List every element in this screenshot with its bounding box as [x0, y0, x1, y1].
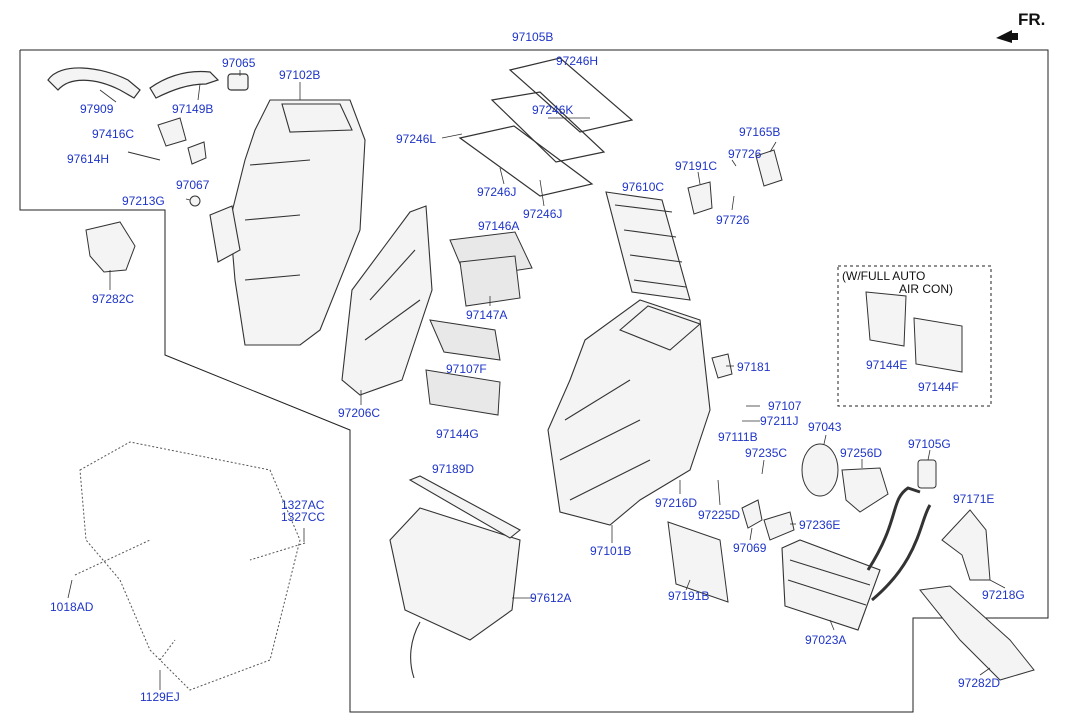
part-label[interactable]: 97065 — [222, 56, 256, 70]
part-label[interactable]: 97246K — [532, 103, 574, 117]
part-label[interactable]: 97610C — [622, 180, 665, 194]
part-label[interactable]: 97144E — [866, 358, 908, 372]
case-97101B — [547, 299, 711, 526]
part-label[interactable]: 97171E — [953, 492, 995, 506]
core-97610C — [605, 191, 691, 301]
part-label[interactable]: 1327CC — [281, 510, 326, 524]
filters-center — [425, 231, 533, 416]
part-label[interactable]: 97235C — [745, 446, 788, 460]
part-label[interactable]: 97218G — [982, 588, 1025, 602]
part-label[interactable]: 97614H — [67, 152, 110, 166]
front-arrow-icon — [996, 30, 1018, 43]
part-label[interactable]: 97191C — [675, 159, 718, 173]
part-label[interactable]: 97144G — [436, 427, 479, 441]
option-note-line2: AIR CON) — [899, 282, 953, 296]
part-label[interactable]: 97246H — [556, 54, 599, 68]
case-97102B — [209, 99, 366, 346]
part-label[interactable]: 97416C — [92, 127, 135, 141]
part-label[interactable]: 97144F — [918, 380, 959, 394]
part-label[interactable]: 97043 — [808, 420, 842, 434]
part-label[interactable]: 97206C — [338, 406, 381, 420]
part-label[interactable]: 97191B — [668, 589, 710, 603]
part-label[interactable]: 97149B — [172, 102, 214, 116]
assembly-boundary — [19, 49, 1049, 713]
part-label[interactable]: 97246J — [523, 207, 563, 221]
part-label[interactable]: 97146A — [478, 219, 520, 233]
option-note-line1: (W/FULL AUTO — [842, 269, 926, 283]
leader-lines — [67, 70, 1006, 690]
part-label[interactable]: 97067 — [176, 178, 210, 192]
part-label[interactable]: 97909 — [80, 102, 114, 116]
small-parts-right — [667, 149, 1035, 681]
part-label[interactable]: 97216D — [655, 496, 698, 510]
part-label[interactable]: 97102B — [279, 68, 321, 82]
part-label[interactable]: 97105G — [908, 437, 951, 451]
heater-core-97023A — [781, 486, 932, 631]
part-label[interactable]: 97111B — [718, 430, 758, 444]
part-label[interactable]: 97105B — [512, 30, 554, 44]
orientation-label: FR. — [1018, 10, 1046, 29]
part-label[interactable]: 97147A — [466, 308, 508, 322]
part-label[interactable]: 97107 — [768, 399, 802, 413]
part-label[interactable]: 97189D — [432, 462, 475, 476]
part-label[interactable]: 97256D — [840, 446, 883, 460]
part-label[interactable]: 97165B — [739, 125, 781, 139]
part-label[interactable]: 97107F — [446, 362, 487, 376]
part-label[interactable]: 97023A — [805, 633, 847, 647]
hose-97909 — [47, 67, 249, 99]
part-label[interactable]: 1129EJ — [140, 690, 180, 704]
part-label[interactable]: 97236E — [799, 518, 841, 532]
filter-frames — [458, 57, 634, 197]
part-label[interactable]: 97282C — [92, 292, 135, 306]
part-label[interactable]: 1327AC — [281, 498, 325, 512]
part-label[interactable]: 97612A — [530, 591, 572, 605]
small-parts-left — [85, 117, 207, 273]
part-label[interactable]: 97213G — [122, 194, 165, 208]
part-label[interactable]: 97225D — [698, 508, 741, 522]
part-label[interactable]: 97726 — [728, 147, 762, 161]
part-label[interactable]: 97282D — [958, 676, 1001, 690]
case-97206C — [341, 205, 433, 396]
part-label[interactable]: 97069 — [733, 541, 767, 555]
housing-97612A — [389, 475, 521, 679]
part-label[interactable]: 97101B — [590, 544, 632, 558]
option-box — [837, 265, 992, 407]
part-label[interactable]: 1018AD — [50, 600, 94, 614]
part-label[interactable]: 97181 — [737, 360, 771, 374]
hvac-installed-view — [74, 441, 306, 691]
part-label[interactable]: 97246J — [477, 185, 517, 199]
part-label[interactable]: 97726 — [716, 213, 750, 227]
part-label[interactable]: 97246L — [396, 132, 437, 146]
part-label[interactable]: 97211J — [760, 414, 799, 428]
